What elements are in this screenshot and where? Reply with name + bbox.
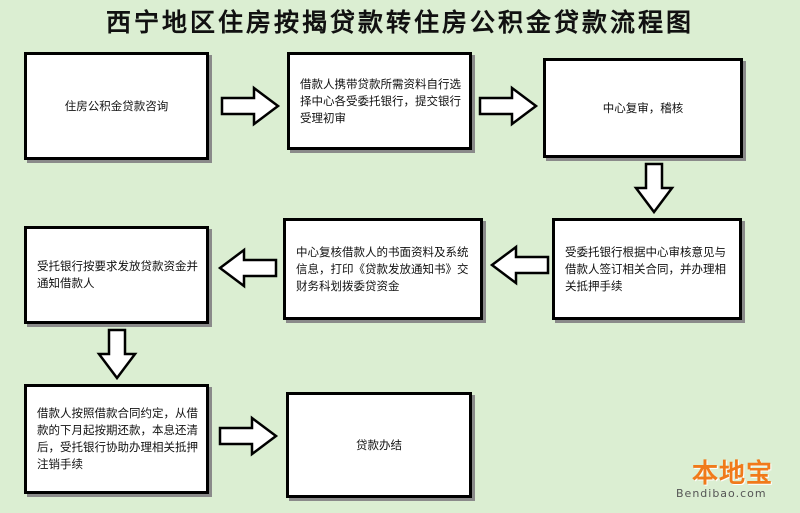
arrow-down-1-icon <box>633 162 675 215</box>
step-3-box: 中心复审，稽核 <box>543 58 743 158</box>
step-6-label: 受托银行按要求发放贷款资金并通知借款人 <box>37 259 198 290</box>
logo-site-text: Bendibao.com <box>676 487 767 500</box>
arrow-left-1-icon <box>489 244 550 286</box>
bendibao-logo: 本地宝 Bendibao.com <box>676 453 786 507</box>
step-2-label: 借款人携带贷款所需资料自行选择中心各受委托银行，提交银行受理初审 <box>300 76 461 125</box>
arrow-right-1-icon <box>220 85 281 127</box>
step-8-box: 贷款办结 <box>286 392 472 498</box>
arrow-down-2-icon <box>96 328 138 381</box>
step-7-box: 借款人按照借款合同约定，从借款的下月起按期还款，本息还清后，受托银行协助办理相关… <box>24 384 209 494</box>
step-7-label: 借款人按照借款合同约定，从借款的下月起按期还款，本息还清后，受托银行协助办理相关… <box>37 406 198 471</box>
step-6-box: 受托银行按要求发放贷款资金并通知借款人 <box>24 226 209 324</box>
step-4-box: 受委托银行根据中心审核意见与借款人签订相关合同，并办理相关抵押手续 <box>552 218 742 320</box>
arrow-right-3-icon <box>218 415 279 457</box>
step-3-label: 中心复审，稽核 <box>602 100 684 115</box>
step-1-box: 住房公积金贷款咨询 <box>24 52 209 160</box>
arrow-right-2-icon <box>478 85 539 127</box>
step-5-label: 中心复核借款人的书面资料及系统信息，打印《贷款发放通知书》交财务科划拨委贷资金 <box>296 244 469 293</box>
step-2-box: 借款人携带贷款所需资料自行选择中心各受委托银行，提交银行受理初审 <box>287 52 472 150</box>
arrow-left-2-icon <box>217 247 278 289</box>
step-5-box: 中心复核借款人的书面资料及系统信息，打印《贷款发放通知书》交财务科划拨委贷资金 <box>283 218 483 320</box>
page-title: 西宁地区住房按揭贷款转住房公积金贷款流程图 <box>105 8 694 37</box>
step-1-label: 住房公积金贷款咨询 <box>64 98 169 113</box>
step-8-label: 贷款办结 <box>356 437 402 452</box>
step-4-label: 受委托银行根据中心审核意见与借款人签订相关合同，并办理相关抵押手续 <box>565 244 726 293</box>
logo-brand-text: 本地宝 <box>692 459 774 489</box>
